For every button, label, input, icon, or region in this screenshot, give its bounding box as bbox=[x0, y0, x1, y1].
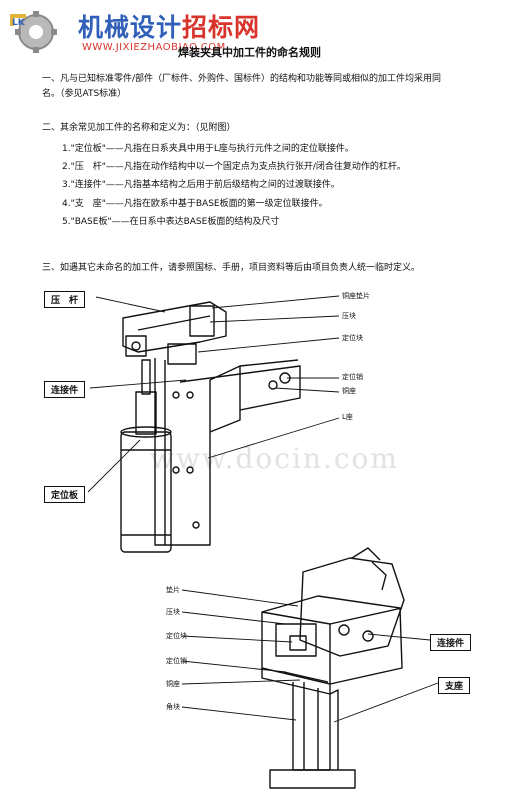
doc-title: 焊装夹具中加工件的命名规则 bbox=[178, 46, 321, 59]
label-shim: 垫片 bbox=[166, 586, 180, 594]
label-locating-pin: 定位销 bbox=[342, 373, 363, 381]
label-locating-block-2: 定位块 bbox=[166, 632, 187, 640]
clamp-assembly-drawing bbox=[120, 301, 301, 553]
definition-item: 5."BASE板"——在日系中表达BASE板面的结构及尺寸 bbox=[62, 217, 280, 227]
svg-text:LK: LK bbox=[12, 18, 26, 28]
label-locating-pin-2: 定位销 bbox=[166, 657, 187, 665]
section1-line1: 一、凡与已知标准零件/部件（厂标件、外购件、国标件）的结构和功能等同或相似的加工… bbox=[42, 74, 442, 84]
gear-wrench-icon: LK bbox=[10, 11, 57, 53]
label-copper-pad-shim: 铜座垫片 bbox=[342, 292, 370, 300]
label-press-block: 压块 bbox=[342, 312, 356, 320]
label-locating-block: 定位块 bbox=[342, 334, 363, 342]
label-support-base: 支座 bbox=[438, 677, 471, 694]
definition-item: 4."支 座"——凡指在欧系中基于BASE板面的第一级定位联接件。 bbox=[62, 199, 328, 209]
label-corner-block: 角块 bbox=[166, 703, 180, 711]
support-assembly-drawing bbox=[261, 547, 405, 789]
definition-item: 1."定位板"——凡指在日系夹具中用于L座与执行元件之间的定位联接件。 bbox=[62, 144, 354, 154]
label-connector: 连接件 bbox=[44, 381, 86, 398]
logo-text: 机械设计招标网 bbox=[78, 8, 260, 44]
label-copper-seat: 铜座 bbox=[342, 387, 356, 395]
section1-line2: 名。（参见ATS标准） bbox=[42, 89, 127, 99]
label-press-block-2: 压块 bbox=[166, 608, 180, 616]
logo-url: WWW.JIXIEZHAOBIAO.COM bbox=[82, 42, 226, 53]
label-l-base: L座 bbox=[342, 413, 353, 421]
label-connector-2: 连接件 bbox=[430, 634, 472, 651]
logo-text-b: 招标网 bbox=[182, 13, 261, 42]
label-copper-seat-2: 铜座 bbox=[166, 680, 180, 688]
label-press-lever: 压 杆 bbox=[44, 291, 86, 308]
definition-item: 2."压 杆"——凡指在动作结构中以一个固定点为支点执行张开/闭合往复动作的杠杆… bbox=[62, 162, 406, 172]
section2-heading: 二、其余常见加工件的名称和定义为：（见附图） bbox=[42, 123, 236, 133]
section3-text: 三、如遇其它未命名的加工件，请参照国标、手册，项目资料等后由项目负责人统一临时定… bbox=[42, 263, 421, 273]
site-logo: LK 机械设计招标网 WWW.JIXIEZHAOBIAO.COM bbox=[6, 4, 259, 53]
logo-text-a: 机械设计 bbox=[78, 13, 183, 42]
watermark: www.docin.com bbox=[150, 442, 399, 475]
definition-item: 3."连接件"——凡指基本结构之后用于前后级结构之间的过渡联接件。 bbox=[62, 180, 340, 190]
leader-lines bbox=[87, 295, 439, 723]
label-locating-plate: 定位板 bbox=[44, 486, 86, 503]
